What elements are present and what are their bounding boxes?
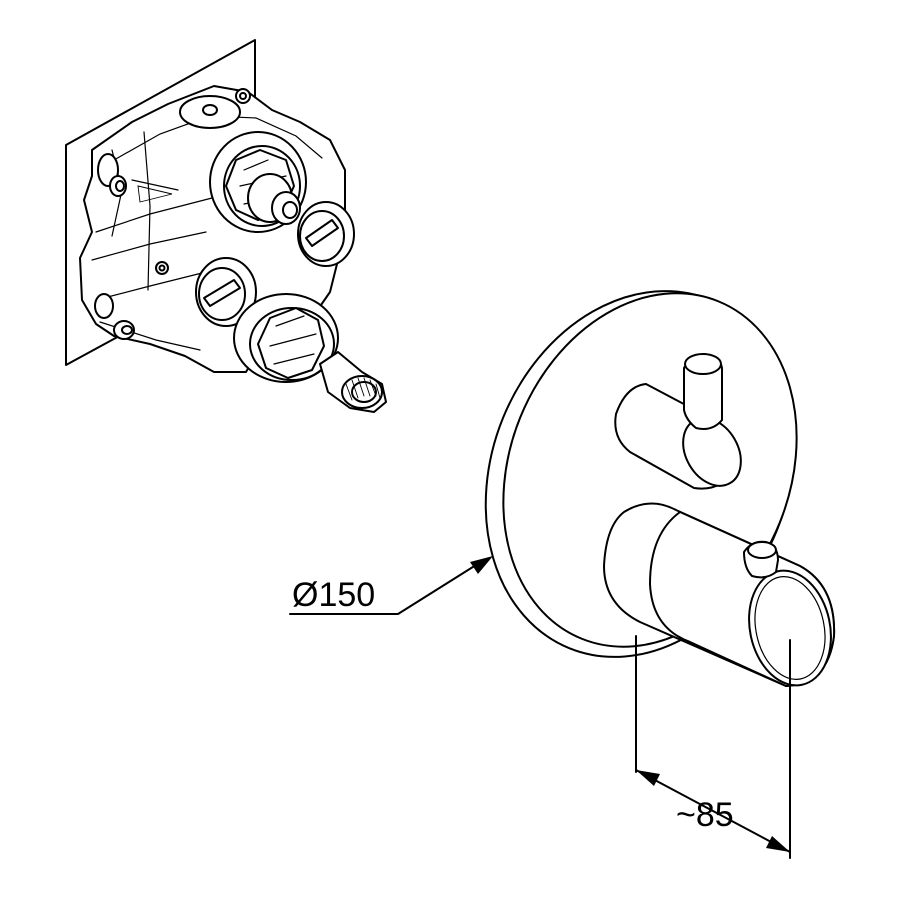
thermostat-handle-end <box>748 569 832 687</box>
diverter-knob <box>614 353 742 490</box>
stop-plug-right <box>297 201 355 267</box>
stop-plug-left <box>195 257 257 327</box>
lower-cartridge <box>233 293 387 413</box>
upper-fitting <box>209 131 307 233</box>
depth-label: ~85 <box>676 796 734 834</box>
trim-set <box>484 290 836 687</box>
dimension-depth: ~85 <box>635 635 791 859</box>
dimension-diameter: Ø150 <box>289 556 493 615</box>
concealed-valve-body <box>65 39 387 413</box>
left-screw-lower <box>94 293 135 340</box>
diameter-label: Ø150 <box>292 576 375 614</box>
thermostat-handle <box>603 502 836 687</box>
left-screw-upper <box>97 153 127 197</box>
